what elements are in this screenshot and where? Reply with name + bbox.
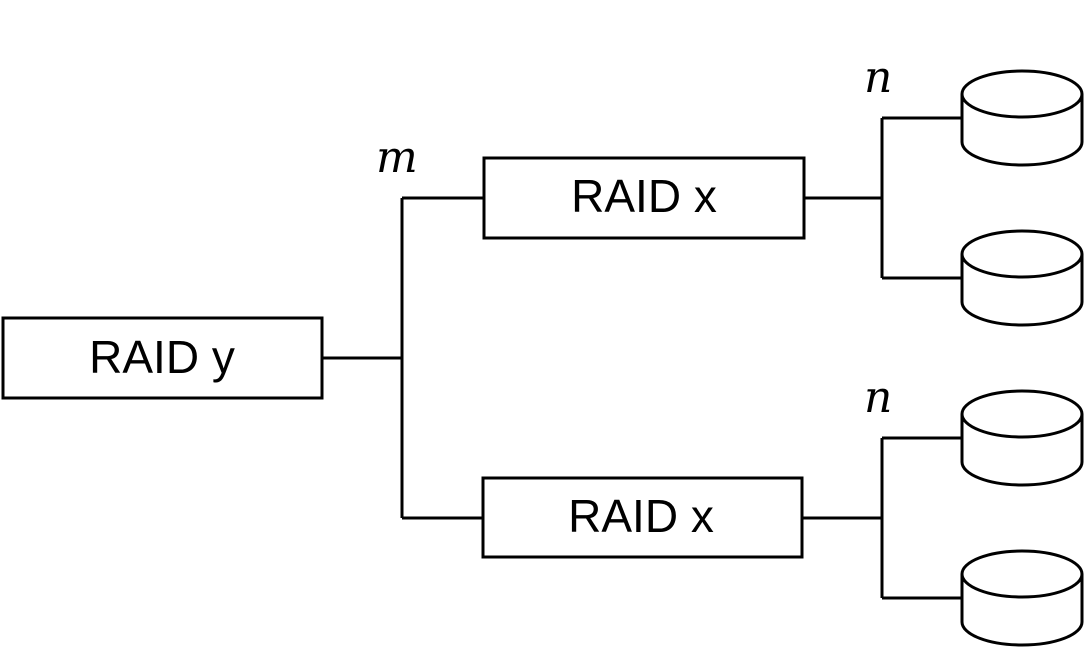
raid-group-2: RAID x n xyxy=(481,372,1084,647)
group-1-raid-label: RAID x xyxy=(571,170,717,222)
group-2-connector-lines xyxy=(802,436,962,600)
root-raid-box xyxy=(1,316,324,400)
root-connector-lines xyxy=(322,196,484,520)
group-2-raid-box xyxy=(481,476,804,559)
group-1-connector-lines xyxy=(804,116,962,280)
root-fanout-label: m xyxy=(376,132,418,183)
root-raid-label: RAID y xyxy=(89,331,235,383)
group-2-raid-label: RAID x xyxy=(568,490,714,542)
group-1-fanout-label: n xyxy=(864,52,892,103)
disk-icon xyxy=(960,69,1084,167)
root-connector: m xyxy=(322,132,484,520)
disk-icon xyxy=(960,549,1084,647)
disk-icon xyxy=(960,229,1084,327)
root-raid-node: RAID y xyxy=(1,316,324,400)
group-1-raid-box xyxy=(482,156,806,240)
raid-group-1: RAID x n xyxy=(482,52,1084,327)
disk-icon xyxy=(960,389,1084,487)
group-2-fanout-label: n xyxy=(864,372,892,423)
